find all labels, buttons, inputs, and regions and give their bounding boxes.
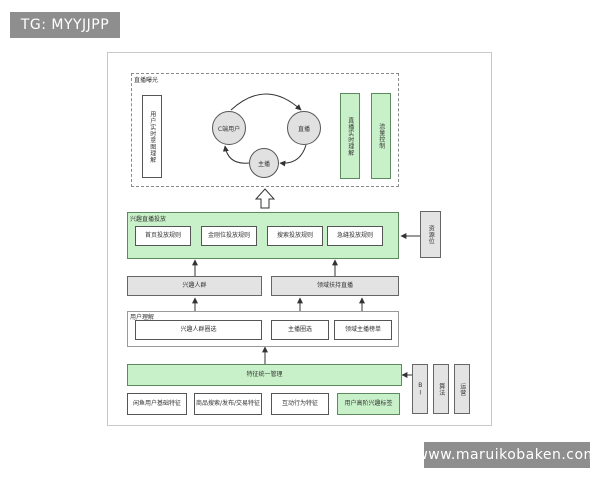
anchor-filter-box: 主播圈选 [271, 320, 329, 340]
c-user-node: C端用户 [212, 111, 246, 145]
live-understanding-text: 直播实时理解 [346, 116, 354, 156]
arrow-anchor-to-cuser [222, 145, 250, 164]
feature-search-trade: 商品搜索/发布/交易特征 [194, 393, 262, 415]
domain-support-text: 领域扶持直播 [316, 282, 353, 290]
interest-crowd-text: 兴趣人群 [182, 282, 207, 290]
feature-high-interest: 用户高阶兴趣标签 [337, 393, 400, 415]
resource-slot-box: 资源位 [420, 211, 441, 258]
live-label: 直播 [297, 125, 310, 133]
arrow-live-to-anchor [279, 144, 307, 167]
feature-interaction-text: 互动行为特征 [281, 400, 318, 408]
side-box-bi-text: BI [416, 381, 424, 397]
interest-filter-text: 兴趣人群圈选 [180, 326, 217, 334]
side-box-operations: 运营 [454, 364, 470, 414]
traffic-control-text: 流量控制 [377, 123, 385, 149]
arrow-cuser-to-live [230, 93, 302, 111]
rule-homepage-text: 首页投放规则 [144, 232, 181, 240]
rule-search-text: 搜索投放规则 [276, 232, 313, 240]
rule-feed: 急缝投放规则 [327, 226, 383, 246]
domain-anchor-list-box: 领域主播榜单 [334, 320, 392, 340]
feature-management-box: 特征统一管理 [127, 364, 402, 386]
feature-high-interest-text: 用户高阶兴趣标签 [344, 400, 393, 408]
live-exposure-group [131, 73, 399, 187]
domain-anchor-list-text: 领域主播榜单 [344, 326, 381, 334]
traffic-control-box: 流量控制 [371, 93, 391, 179]
side-box-operations-text: 运营 [458, 382, 466, 396]
live-node: 直播 [287, 111, 321, 145]
feature-interaction: 互动行为特征 [271, 393, 329, 415]
user-intent-box: 用户实时意图理解 [142, 95, 162, 178]
side-box-bi: BI [412, 364, 428, 414]
big-up-arrow [254, 188, 276, 209]
anchor-node: 主播 [249, 148, 279, 178]
feature-search-trade-text: 商品搜索/发布/交易特征 [195, 400, 261, 408]
rule-homepage: 首页投放规则 [135, 226, 191, 246]
live-exposure-label: 直播曝光 [134, 77, 159, 84]
watermark-top: TG: MYYJJPP [10, 12, 120, 38]
live-understanding-box: 直播实时理解 [340, 93, 360, 179]
domain-support-box: 领域扶持直播 [271, 276, 399, 296]
side-box-algorithm-text: 算法 [437, 382, 445, 396]
resource-slot-text: 资源位 [427, 224, 435, 245]
feature-basic: 闲鱼用户基础特征 [127, 393, 187, 415]
rule-feed-text: 急缝投放规则 [336, 232, 373, 240]
user-understanding-label: 用户理解 [130, 314, 155, 321]
user-intent-text: 用户实时意图理解 [148, 110, 156, 163]
rule-search: 搜索投放规则 [267, 226, 323, 246]
feature-basic-text: 闲鱼用户基础特征 [132, 400, 181, 408]
delivery-label: 兴趣直播投放 [130, 216, 167, 223]
rule-kingkong: 金刚位投放规则 [201, 226, 257, 246]
c-user-label: C端用户 [217, 125, 241, 133]
side-box-algorithm: 算法 [433, 364, 449, 414]
watermark-bottom: www.maruikobaken.com [416, 442, 597, 468]
anchor-filter-text: 主播圈选 [287, 326, 312, 334]
anchor-label: 主播 [257, 160, 270, 168]
rule-kingkong-text: 金刚位投放规则 [207, 232, 250, 240]
interest-crowd-box: 兴趣人群 [127, 276, 262, 296]
feature-management-text: 特征统一管理 [246, 371, 283, 379]
interest-filter-box: 兴趣人群圈选 [135, 320, 262, 340]
